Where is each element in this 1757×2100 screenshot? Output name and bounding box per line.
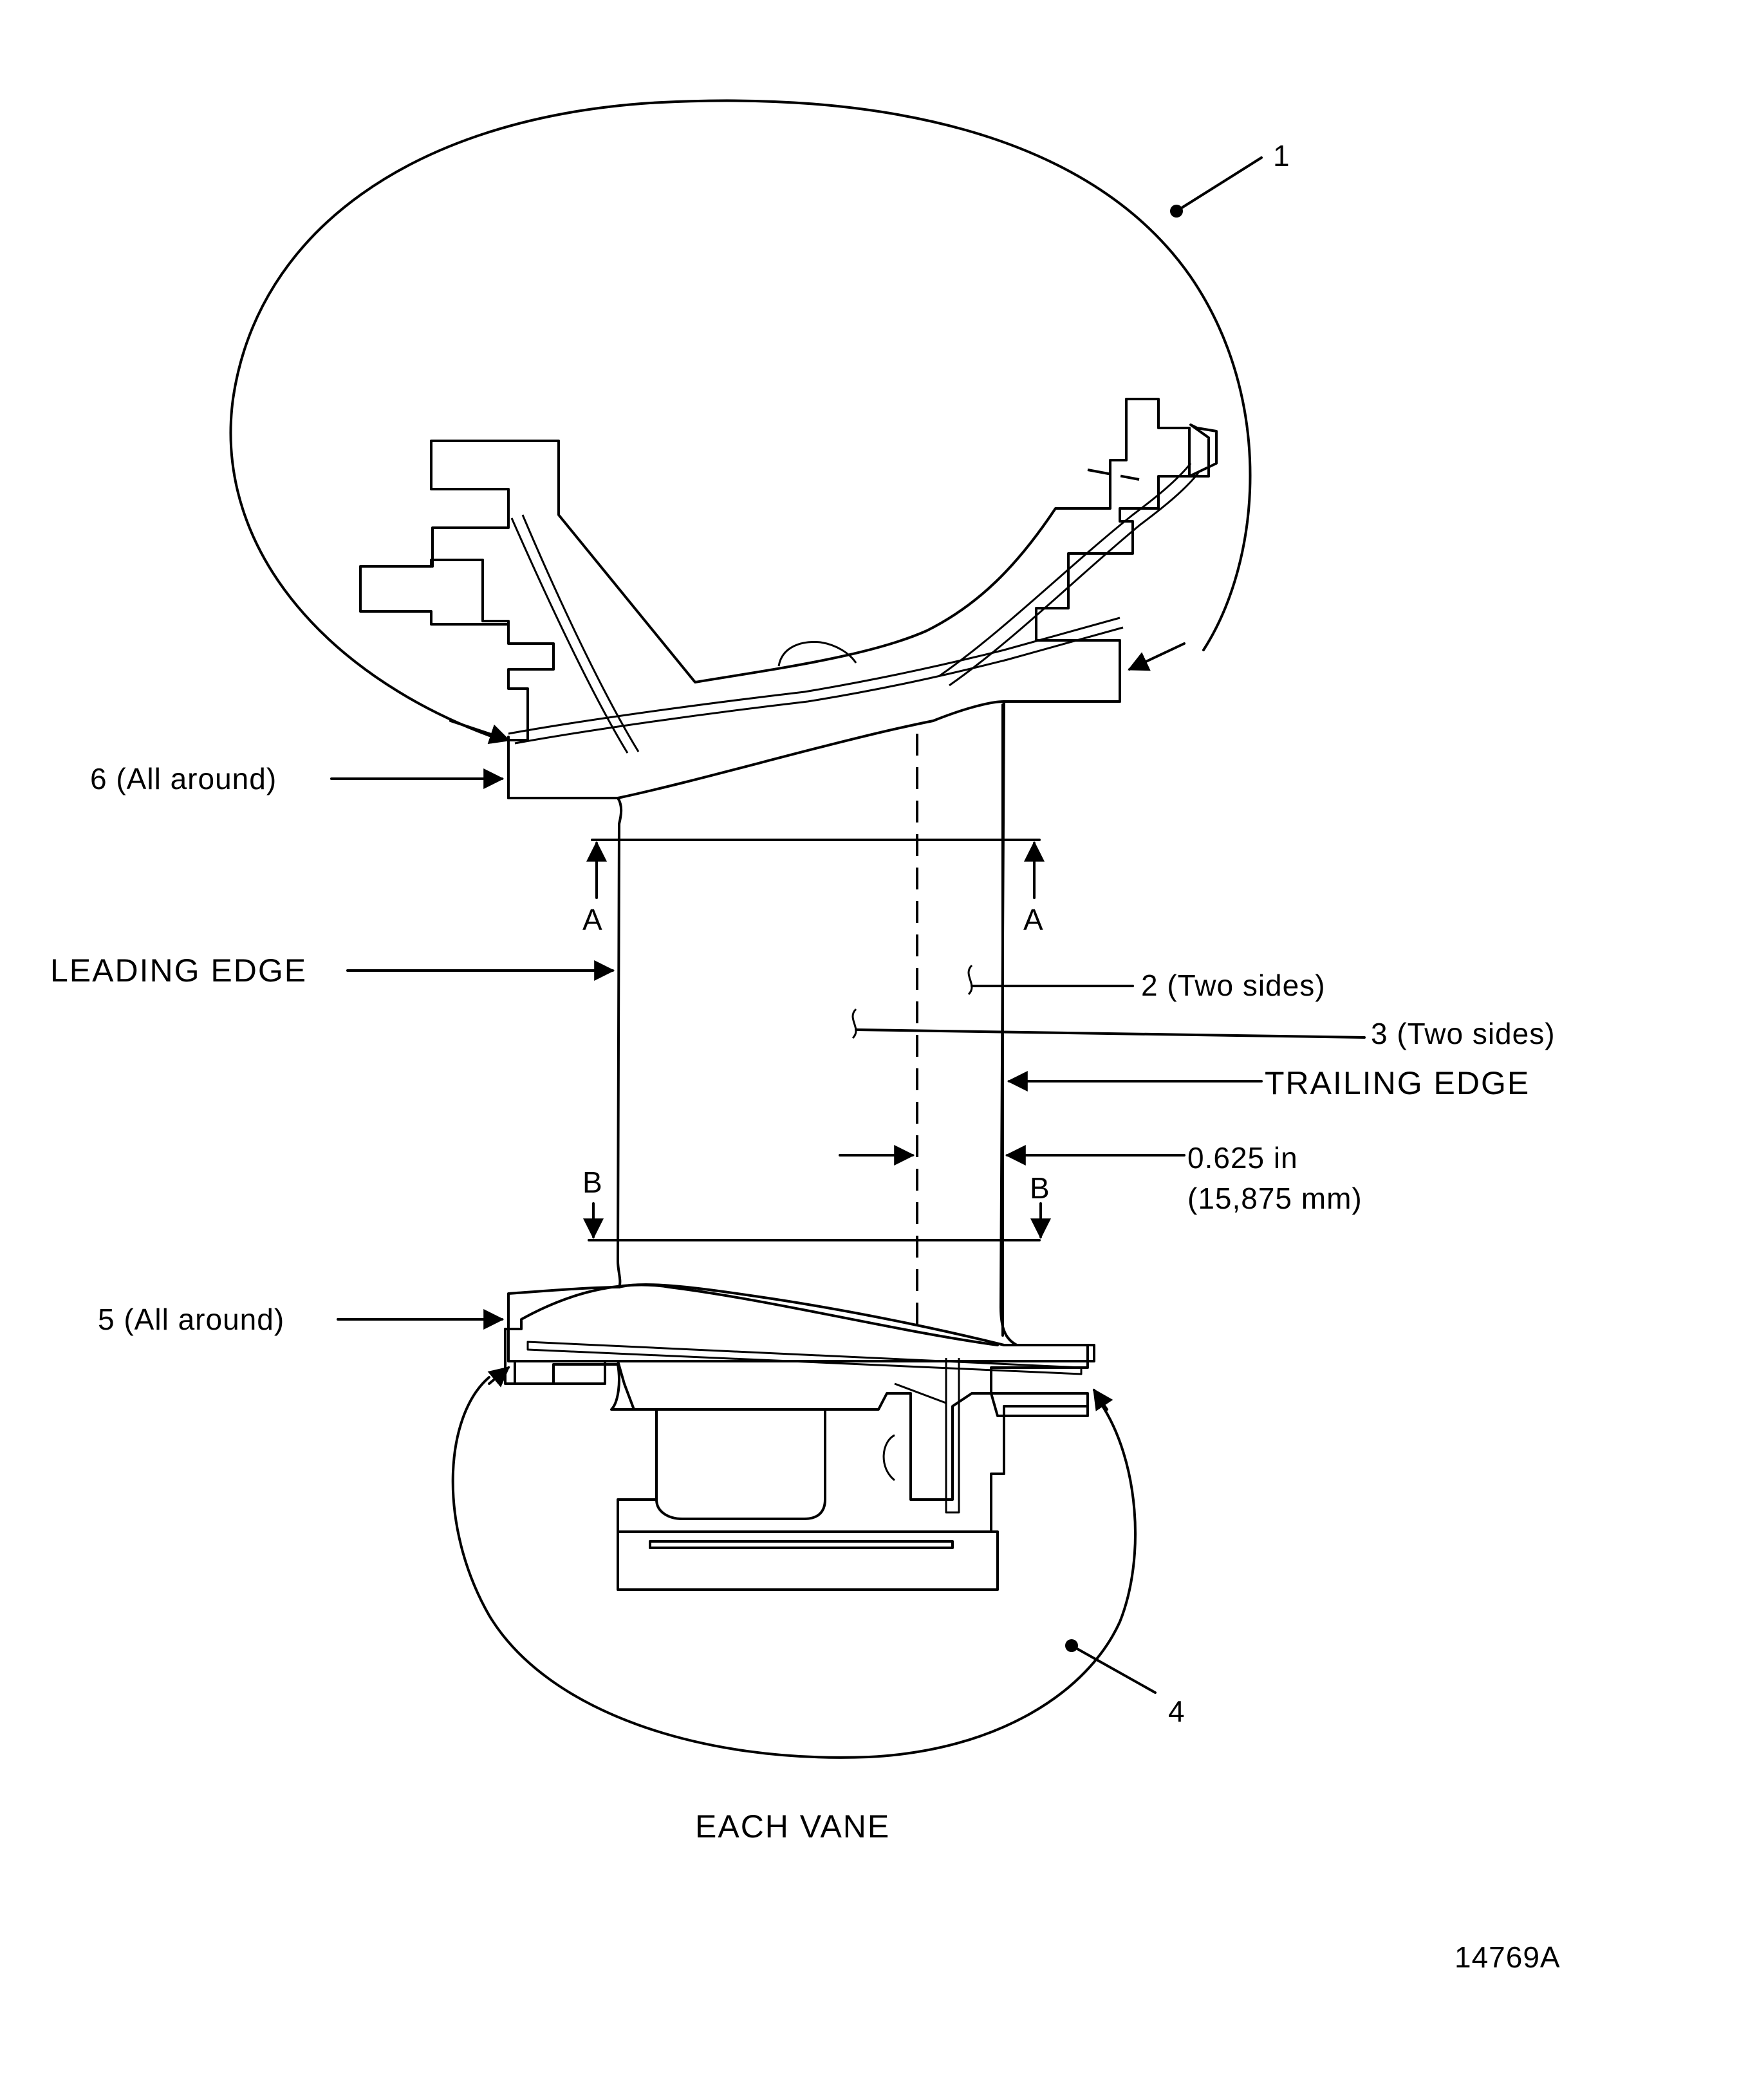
lower-detail-outline bbox=[451, 1376, 1137, 1759]
leading-edge-label: LEADING EDGE bbox=[50, 952, 307, 989]
upper-platform bbox=[507, 646, 1121, 799]
upper-vane-rib-2 bbox=[521, 514, 640, 752]
upper-boss bbox=[777, 640, 857, 667]
section-b-label-right: B bbox=[1030, 1171, 1050, 1205]
upper-detail-arrow-left bbox=[449, 720, 511, 745]
caption-label: EACH VANE bbox=[695, 1808, 890, 1844]
upper-vane-rib-1 bbox=[510, 517, 629, 754]
callout-2-label: 2 (Two sides) bbox=[1141, 969, 1326, 1002]
callout-3-leader bbox=[855, 1028, 1366, 1039]
dimension-metric-label: (15,875 mm) bbox=[1187, 1182, 1362, 1215]
lower-pedestal bbox=[617, 1530, 999, 1591]
lower-channel bbox=[526, 1341, 1083, 1375]
upper-detail-outline bbox=[229, 99, 1252, 741]
lower-boss bbox=[882, 1434, 895, 1482]
callout-2-squiggle bbox=[967, 964, 973, 996]
section-a-label-right: A bbox=[1023, 903, 1044, 936]
upper-detail-arrow-right bbox=[1128, 642, 1185, 671]
vane-leading-edge-line bbox=[617, 797, 623, 1288]
lower-detail-arrow-right bbox=[1093, 1388, 1113, 1411]
lower-detail-arrow-left bbox=[487, 1366, 510, 1388]
section-b-label-left: B bbox=[582, 1166, 603, 1199]
callout-6-label: 6 (All around) bbox=[90, 762, 277, 795]
trailing-edge-label: TRAILING EDGE bbox=[1265, 1065, 1530, 1101]
dimension-value-label: 0.625 in bbox=[1187, 1141, 1298, 1175]
callout-3-squiggle bbox=[851, 1008, 857, 1039]
upper-vane-rib-3 bbox=[939, 463, 1192, 677]
callout-1-leader bbox=[1175, 156, 1263, 212]
callout-1-label: 1 bbox=[1273, 139, 1290, 172]
upper-channel-inner bbox=[514, 626, 1124, 745]
callout-3-label: 3 (Two sides) bbox=[1371, 1017, 1556, 1050]
lower-t-rib bbox=[894, 1358, 960, 1514]
callout-4-leader bbox=[1070, 1644, 1157, 1694]
upper-dashed-segment bbox=[1087, 469, 1140, 481]
lower-shroud-body bbox=[514, 1360, 1089, 1520]
section-a-label-left: A bbox=[582, 903, 603, 936]
upper-vane-rib-4 bbox=[949, 472, 1200, 687]
lower-platform bbox=[507, 1283, 1095, 1362]
callout-5-label: 5 (All around) bbox=[98, 1303, 284, 1336]
figure-number-label: 14769A bbox=[1455, 1940, 1561, 1974]
callout-4-label: 4 bbox=[1168, 1695, 1185, 1728]
upper-channel-outer bbox=[508, 617, 1120, 735]
